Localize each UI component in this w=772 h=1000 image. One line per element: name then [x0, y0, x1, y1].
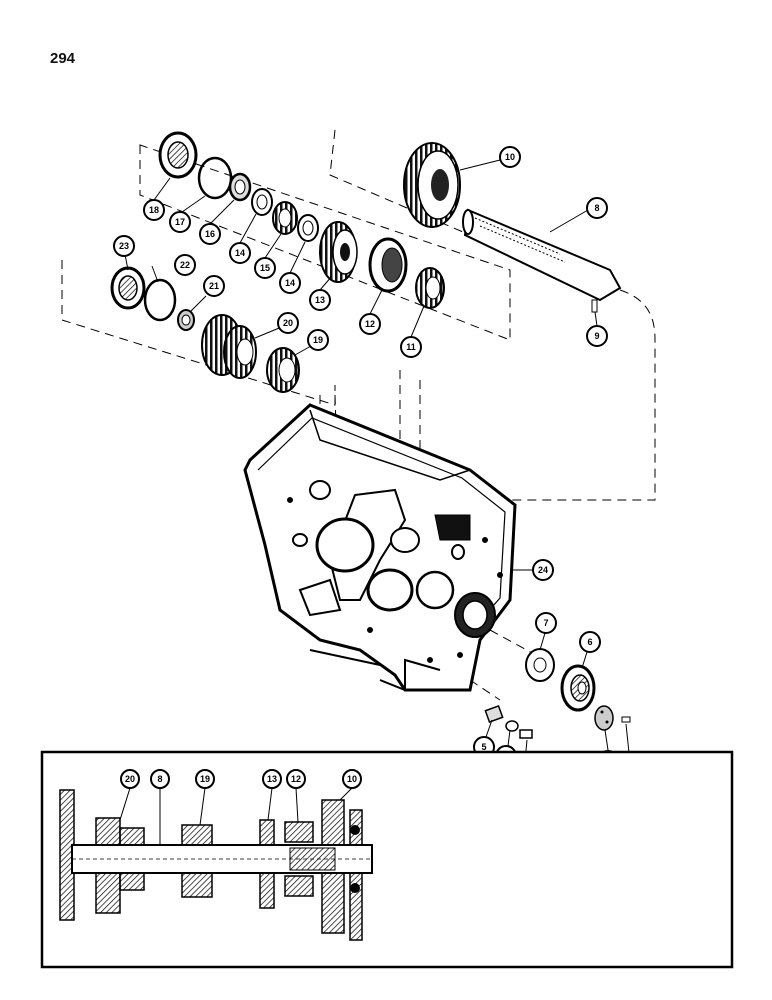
callout-c6: 6	[579, 631, 601, 653]
gear-19	[266, 347, 300, 393]
callout-label: 15	[260, 263, 270, 273]
callout-label: 13	[267, 774, 277, 784]
section-callout-s20: 20	[120, 769, 140, 789]
callout-c9: 9	[586, 325, 608, 347]
callout-label: 20	[125, 774, 135, 784]
shaft-group-outline-top	[329, 129, 471, 236]
callout-label: 9	[594, 331, 599, 341]
section-gear-10-top	[321, 799, 345, 846]
sleeve-12	[368, 237, 408, 293]
section-gear-13-bottom	[259, 872, 275, 909]
hub-11	[415, 267, 445, 309]
washer-14-right	[297, 214, 319, 242]
callout-c18: 18	[143, 199, 165, 221]
gear-20	[201, 314, 257, 379]
spacer-21	[177, 309, 195, 331]
section-gear-20-top	[95, 817, 121, 846]
section-callout-s8: 8	[150, 769, 170, 789]
plate-5	[484, 705, 504, 723]
lower-gear-group-outline	[61, 260, 336, 406]
upper-gear-group-outline	[139, 144, 511, 341]
bearing-18	[158, 131, 198, 179]
callout-c11: 11	[400, 336, 422, 358]
bolt-3	[519, 729, 533, 739]
callout-label: 14	[235, 248, 245, 258]
callout-label: 23	[119, 241, 129, 251]
callout-label: 19	[313, 335, 323, 345]
callout-c12: 12	[359, 313, 381, 335]
callout-c8: 8	[586, 197, 608, 219]
section-callout-s12: 12	[286, 769, 306, 789]
callout-label: 21	[209, 281, 219, 291]
section-leader-lines	[119, 787, 353, 845]
callout-label: 12	[291, 774, 301, 784]
callout-label: 14	[285, 278, 295, 288]
callout-label: 22	[180, 260, 190, 270]
callout-label: 19	[200, 774, 210, 784]
section-gear-19-bottom	[181, 872, 213, 898]
callout-c22: 22	[174, 254, 196, 276]
cross-section-inset	[40, 750, 734, 969]
callout-label: 10	[347, 774, 357, 784]
gear-13	[319, 221, 358, 283]
page-number: 294	[50, 50, 76, 67]
callout-label: 24	[538, 565, 548, 575]
section-housing-wall-right	[349, 809, 363, 941]
callout-label: 20	[283, 318, 293, 328]
needle-bearing-15	[272, 201, 298, 235]
callout-label: 16	[205, 229, 215, 239]
section-sleeve-12-top	[284, 821, 314, 843]
callout-label: 7	[543, 618, 548, 628]
section-shaft-spline	[289, 847, 336, 871]
section-callout-s19: 19	[195, 769, 215, 789]
callout-c14a: 14	[229, 242, 251, 264]
callout-label: 12	[365, 319, 375, 329]
callout-c16: 16	[199, 223, 221, 245]
callout-c19: 19	[307, 329, 329, 351]
callout-c24: 24	[532, 559, 554, 581]
callout-label: 11	[406, 342, 416, 352]
pin-9	[591, 299, 598, 313]
transmission-housing-24	[243, 403, 517, 692]
section-gear-10-bottom	[321, 872, 345, 934]
callout-label: 13	[315, 295, 325, 305]
washer-14-left	[251, 188, 273, 216]
callout-label: 10	[505, 152, 515, 162]
bearing-6	[560, 664, 596, 712]
snap-ring-17	[197, 156, 233, 200]
section-sleeve-12-bottom	[284, 875, 314, 897]
section-gear-13-top	[259, 819, 275, 846]
callout-label: 6	[587, 637, 592, 647]
section-callout-s10: 10	[342, 769, 362, 789]
cap-1	[594, 705, 614, 731]
washer-7	[525, 648, 555, 682]
shaft-group-outline-right	[510, 289, 656, 501]
callout-c17: 17	[169, 211, 191, 233]
section-gear-20-bottom	[95, 872, 121, 914]
callout-c10: 10	[499, 146, 521, 168]
drop-line-5	[469, 679, 501, 701]
section-callout-s13: 13	[262, 769, 282, 789]
bearing-23	[110, 266, 146, 310]
callout-c15: 15	[254, 257, 276, 279]
callout-label: 8	[157, 774, 162, 784]
snap-ring-22	[143, 278, 177, 322]
callout-c13: 13	[309, 289, 331, 311]
callout-label: 8	[594, 203, 599, 213]
gear-10	[403, 142, 461, 228]
washer-4	[505, 720, 519, 732]
callout-label: 5	[481, 742, 486, 752]
bolt-2	[621, 716, 631, 723]
section-gear-19-top	[181, 824, 213, 846]
shaft-8	[462, 208, 622, 302]
callout-label: 17	[175, 217, 185, 227]
spacer-16	[228, 172, 252, 202]
callout-label: 18	[149, 205, 159, 215]
callout-c14b: 14	[279, 272, 301, 294]
callout-c23: 23	[113, 235, 135, 257]
callout-c20: 20	[277, 312, 299, 334]
callout-c7: 7	[535, 612, 557, 634]
callout-c21: 21	[203, 275, 225, 297]
